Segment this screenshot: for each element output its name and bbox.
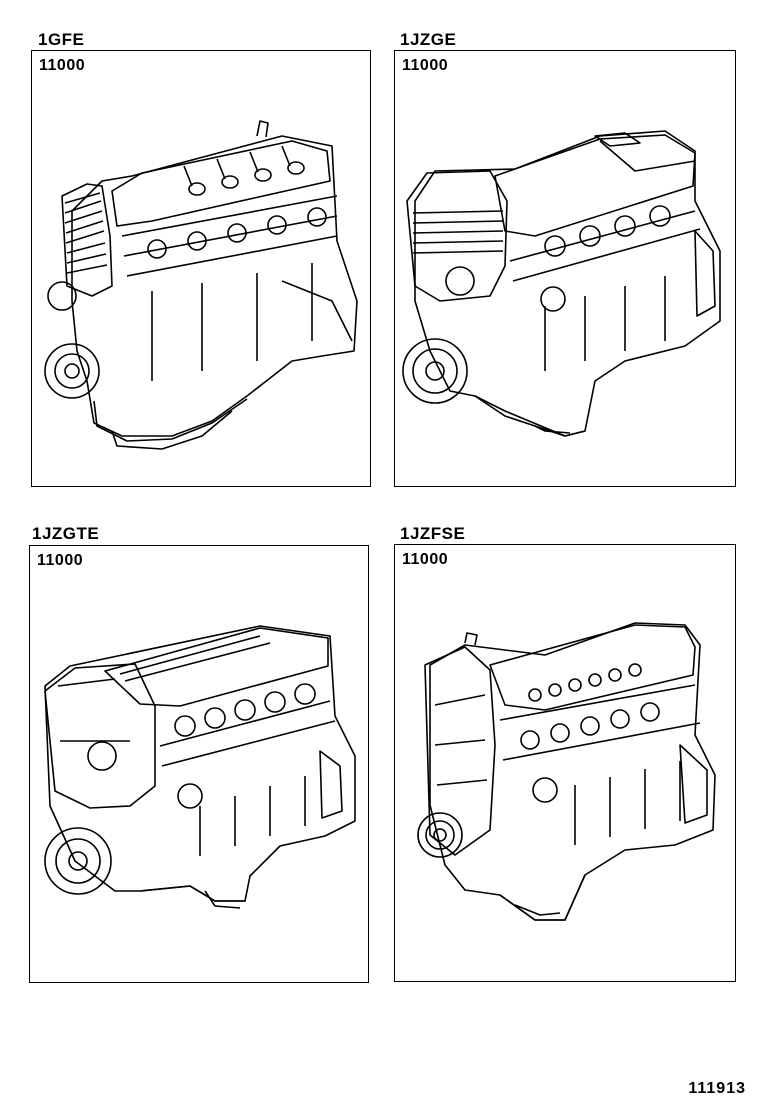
- figure-number: 111913: [688, 1080, 746, 1097]
- model-label-1jzgte: 1JZGTE: [32, 524, 100, 543]
- engine-panel-1jzgte[interactable]: 11000: [29, 545, 369, 983]
- part-number: 11000: [402, 57, 449, 74]
- part-number: 11000: [402, 551, 449, 568]
- engine-panel-1jzfse[interactable]: 11000: [394, 544, 736, 982]
- engine-illustration-1gfe: [44, 120, 358, 450]
- model-label-1jzfse: 1JZFSE: [400, 524, 466, 543]
- model-label-1gfe: 1GFE: [38, 30, 85, 49]
- engine-panel-1jzge[interactable]: 11000: [394, 50, 736, 487]
- model-label-1jzge: 1JZGE: [400, 30, 457, 49]
- engine-panel-1gfe[interactable]: 11000: [31, 50, 371, 487]
- engine-illustration-1jzfse: [417, 622, 716, 921]
- engine-illustration-1jzge: [402, 130, 721, 437]
- part-number: 11000: [37, 552, 84, 569]
- engine-illustration-1jzgte: [44, 625, 356, 909]
- part-number: 11000: [39, 57, 86, 74]
